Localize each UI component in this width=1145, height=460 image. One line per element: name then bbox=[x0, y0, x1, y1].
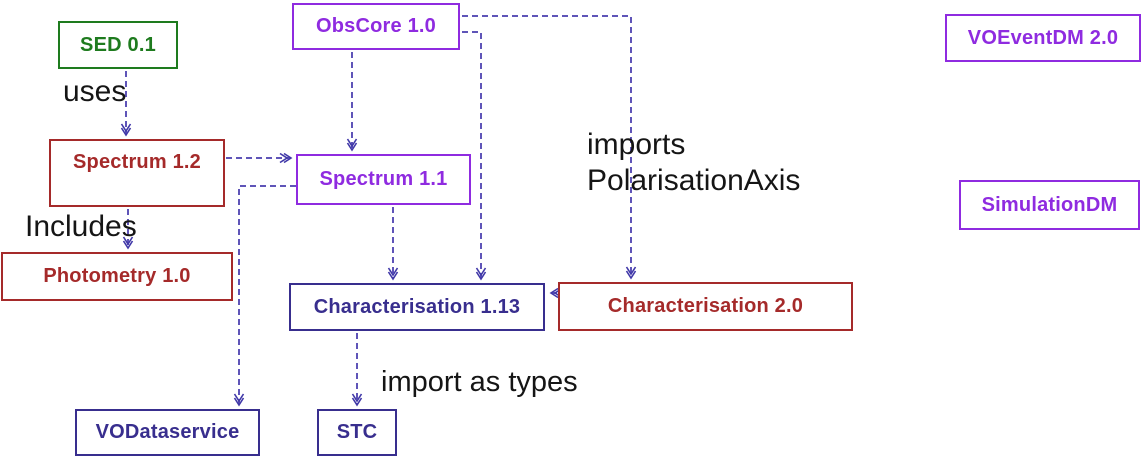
edge-spectrum11-to-vodataservice bbox=[233, 185, 296, 407]
edge-label-imports-polarisationaxis: imports PolarisationAxis bbox=[587, 128, 801, 197]
node-sed: SED 0.1 bbox=[58, 21, 178, 69]
node-characterisation20: Characterisation 2.0 bbox=[558, 282, 853, 331]
node-obscore: ObsCore 1.0 bbox=[292, 3, 460, 50]
node-vodataservice: VODataservice bbox=[75, 409, 260, 456]
node-characterisation113: Characterisation 1.13 bbox=[289, 283, 545, 331]
edge-obscore-to-char20 bbox=[462, 15, 637, 280]
edge-obscore-to-char113 bbox=[462, 31, 487, 281]
node-photometry: Photometry 1.0 bbox=[1, 252, 233, 301]
edge-label-import-as-types: import as types bbox=[381, 366, 578, 398]
node-spectrum12: Spectrum 1.2 bbox=[49, 139, 225, 207]
node-stc: STC bbox=[317, 409, 397, 456]
node-simulationdm: SimulationDM bbox=[959, 180, 1140, 230]
edge-label-uses: uses bbox=[63, 75, 127, 108]
node-voeventdm: VOEventDM 2.0 bbox=[945, 14, 1141, 62]
edge-label-includes: Includes bbox=[25, 210, 137, 243]
node-spectrum11: Spectrum 1.1 bbox=[296, 154, 471, 205]
